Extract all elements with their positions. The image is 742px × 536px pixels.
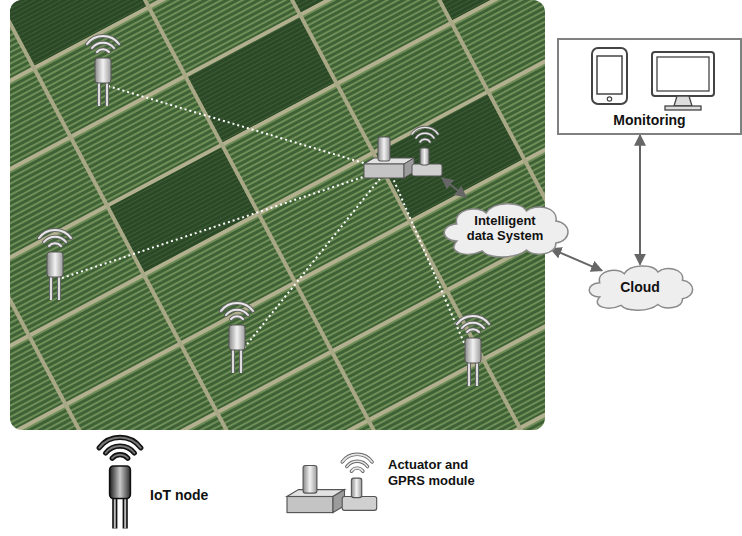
monitoring-panel: Monitoring [557,38,742,135]
dotted-links [62,86,468,352]
iot-node-icon [87,36,119,106]
actuator-link [442,178,466,197]
iot-node-icon [39,230,71,300]
iot-node-icon [457,316,489,386]
double-arrow [639,135,641,265]
cloud-label: Cloud [620,279,660,295]
legend-label: Actuator and GPRS module [388,457,478,488]
legend-label: IoT node [150,487,260,504]
cloud-label: Intelligent data System [460,214,550,244]
aerial-photo [10,0,545,430]
cloud-shape: Intelligent data System [438,199,572,259]
cloud-shape: Cloud [584,262,696,312]
monitor-icon [652,52,714,110]
actuator-icon [364,127,442,178]
double-arrow [551,249,602,271]
iot-node-icon [221,303,253,373]
legend-actuator-icon [287,454,377,512]
panel-title: Monitoring [613,112,685,128]
phone-icon [592,48,627,104]
legend-iot-icon [99,437,141,528]
